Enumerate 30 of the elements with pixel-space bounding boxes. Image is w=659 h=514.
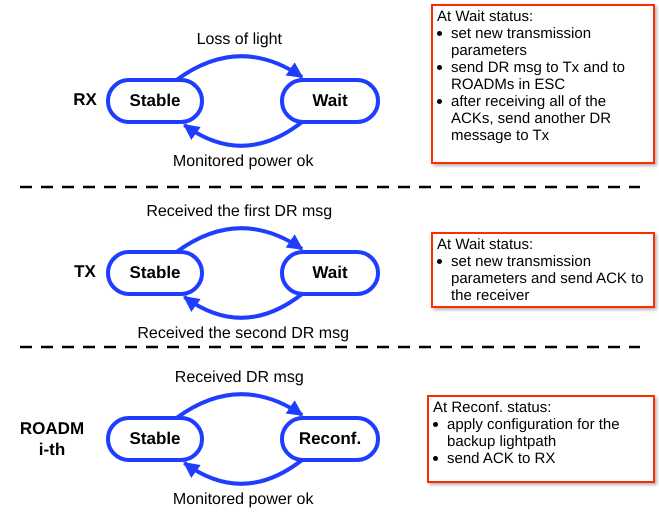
edge-label: Received DR msg [174,368,304,388]
note-bullet-text: set new transmission parameters and send ACK to the receiver [451,253,645,304]
state-pill [280,78,380,124]
state-name: Stable [129,428,181,450]
device-label: ROADM i-th [18,418,86,460]
edge-label: Loss of light [196,30,282,50]
edge-label: Monitored power ok [172,490,314,510]
note-bullet-text: send ACK to RX [447,450,556,467]
edge-label: Received the first DR msg [146,202,332,222]
state-pill [106,250,204,296]
state-pill [280,250,380,296]
state-pill [106,416,204,462]
note-box [431,232,655,308]
state-pill [106,78,204,124]
note-box [431,4,655,164]
state-pill [280,416,380,462]
note-heading: At Reconf. status: [433,399,552,416]
note-box [427,395,655,483]
device-label: RX [73,89,97,110]
state-name: Wait [312,262,348,284]
note-heading: At Wait status: [437,8,534,25]
device-label: TX [74,261,96,282]
state-name: Stable [129,262,181,284]
edge-label: Received the second DR msg [137,324,350,344]
state-name: Reconf. [298,428,362,450]
edge-label: Monitored power ok [172,152,314,172]
state-name: Stable [129,90,181,112]
note-bullet-text: after receiving all of the ACKs, send another DR message to Tx [451,93,612,144]
note-heading: At Wait status: [437,236,534,253]
state-name: Wait [312,90,348,112]
